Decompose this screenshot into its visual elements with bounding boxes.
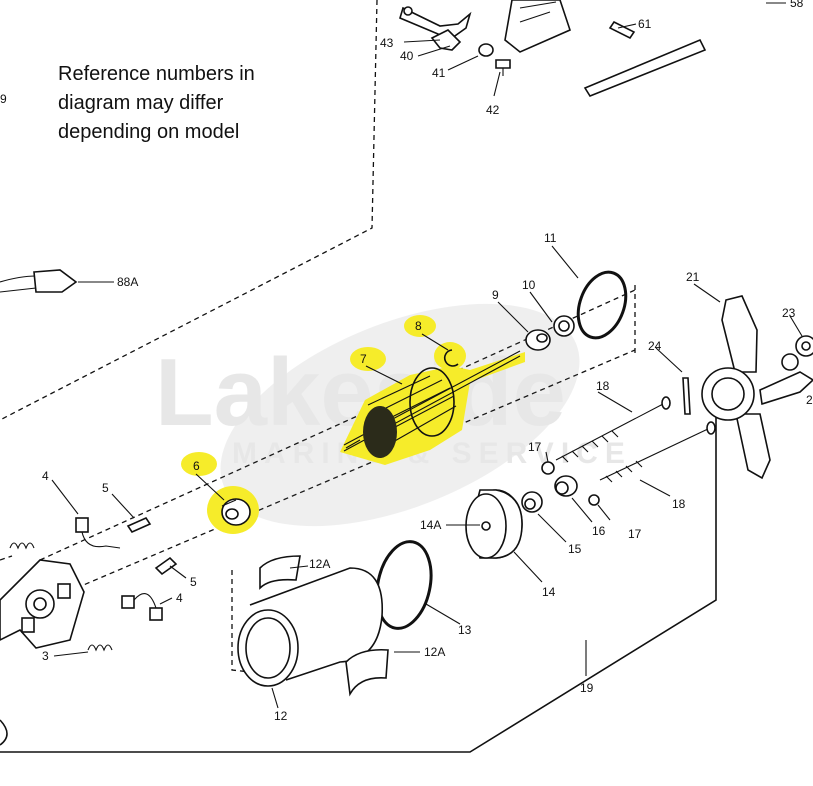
callout-9-left: 9 [0, 92, 7, 106]
callout-12A-upper: 12A [309, 557, 330, 571]
motor-assembly-boundary-top [0, 555, 13, 561]
callout-15: 15 [568, 542, 582, 556]
part-17-washer-lower [588, 494, 600, 506]
callout-12: 12 [274, 709, 288, 723]
callout-61: 61 [638, 17, 652, 31]
callout-42: 42 [486, 103, 500, 117]
left-frame-curve [0, 719, 8, 746]
part-58-housing [504, 0, 707, 97]
part-2-washer [781, 353, 799, 371]
part-4-brush-lower [121, 593, 163, 621]
callout-5-lower: 5 [190, 575, 197, 589]
part-61-screw [608, 20, 636, 40]
part-14-end-cap [465, 489, 523, 559]
part-18-through-bolt-upper [555, 396, 671, 463]
note-line-1: Reference numbers in [58, 63, 255, 85]
callout-16: 16 [592, 524, 606, 538]
callout-5-upper: 5 [102, 481, 109, 495]
callout-41: 41 [432, 66, 446, 80]
note-line-3: depending on model [58, 121, 240, 143]
callout-17-lower: 17 [628, 527, 642, 541]
part-5-screw-lower [154, 556, 178, 576]
callout-58: 58 [790, 0, 804, 10]
callout-88A: 88A [117, 275, 138, 289]
part-23-prop-nut [795, 335, 813, 357]
highlight-label-6 [181, 452, 217, 476]
callout-14A: 14A [420, 518, 441, 532]
part-17-washer-upper [541, 461, 555, 475]
part-6-bearing [221, 498, 251, 526]
part-13-o-ring [375, 540, 433, 630]
callout-14: 14 [542, 585, 556, 599]
part-24-drive-pin [682, 377, 691, 415]
callout-13: 13 [458, 623, 472, 637]
part-12A-magnet-upper [259, 555, 301, 590]
callout-6: 6 [193, 459, 200, 473]
callout-4-upper: 4 [42, 469, 49, 483]
callout-23: 23 [782, 306, 796, 320]
callout-labels: 58 61 43 40 41 42 9 88A 11 10 9 8 7 21 2… [0, 0, 813, 723]
upper-dashed-boundary [0, 0, 378, 421]
part-16-bushing [554, 475, 578, 497]
callout-8: 8 [415, 319, 422, 333]
callout-18-lower: 18 [672, 497, 686, 511]
part-42-screw [495, 59, 511, 76]
callout-2: 2 [806, 393, 813, 407]
part-10-washer [553, 315, 575, 337]
part-11-o-ring [576, 270, 628, 340]
part-88A-connector [0, 269, 78, 293]
part-12-motor-housing [237, 567, 383, 687]
brush-plate-assembly [0, 559, 85, 649]
part-7-armature [343, 350, 521, 458]
part-21-propeller [701, 295, 813, 480]
callout-18-upper: 18 [596, 379, 610, 393]
highlight-label-7 [350, 347, 386, 371]
callout-17-upper: 17 [528, 440, 542, 454]
callout-19: 19 [580, 681, 594, 695]
note-line-2: diagram may differ [58, 92, 224, 114]
callout-7: 7 [360, 352, 367, 366]
callout-4-lower: 4 [176, 591, 183, 605]
part-3-spring [9, 542, 113, 652]
callout-11: 11 [544, 231, 557, 245]
callout-10: 10 [522, 278, 536, 292]
part-5-screw-upper [126, 516, 152, 534]
reference-note: Reference numbers in diagram may differ … [58, 60, 298, 147]
callout-24: 24 [648, 339, 662, 353]
lower-frame-line [0, 410, 717, 753]
callout-9: 9 [492, 288, 499, 302]
part-12A-magnet-lower [345, 648, 389, 697]
part-8-retaining-clip [443, 349, 459, 367]
part-40-bracket [430, 29, 462, 51]
callout-40: 40 [400, 49, 414, 63]
part-41-bushing [478, 43, 494, 57]
highlight-label-8 [404, 315, 436, 337]
leader-lines [51, 2, 803, 709]
part-9-bearing [525, 329, 551, 351]
callout-43: 43 [380, 36, 394, 50]
callout-21: 21 [686, 270, 700, 284]
callout-3: 3 [42, 649, 49, 663]
part-43-lever [399, 6, 472, 39]
part-15-bearing [521, 491, 543, 513]
part-18-through-bolt-lower [599, 421, 716, 483]
callout-12A-lower: 12A [424, 645, 445, 659]
highlight-part-8 [434, 342, 466, 370]
part-4-brush-upper [75, 517, 121, 549]
armature-commutator [363, 406, 397, 458]
